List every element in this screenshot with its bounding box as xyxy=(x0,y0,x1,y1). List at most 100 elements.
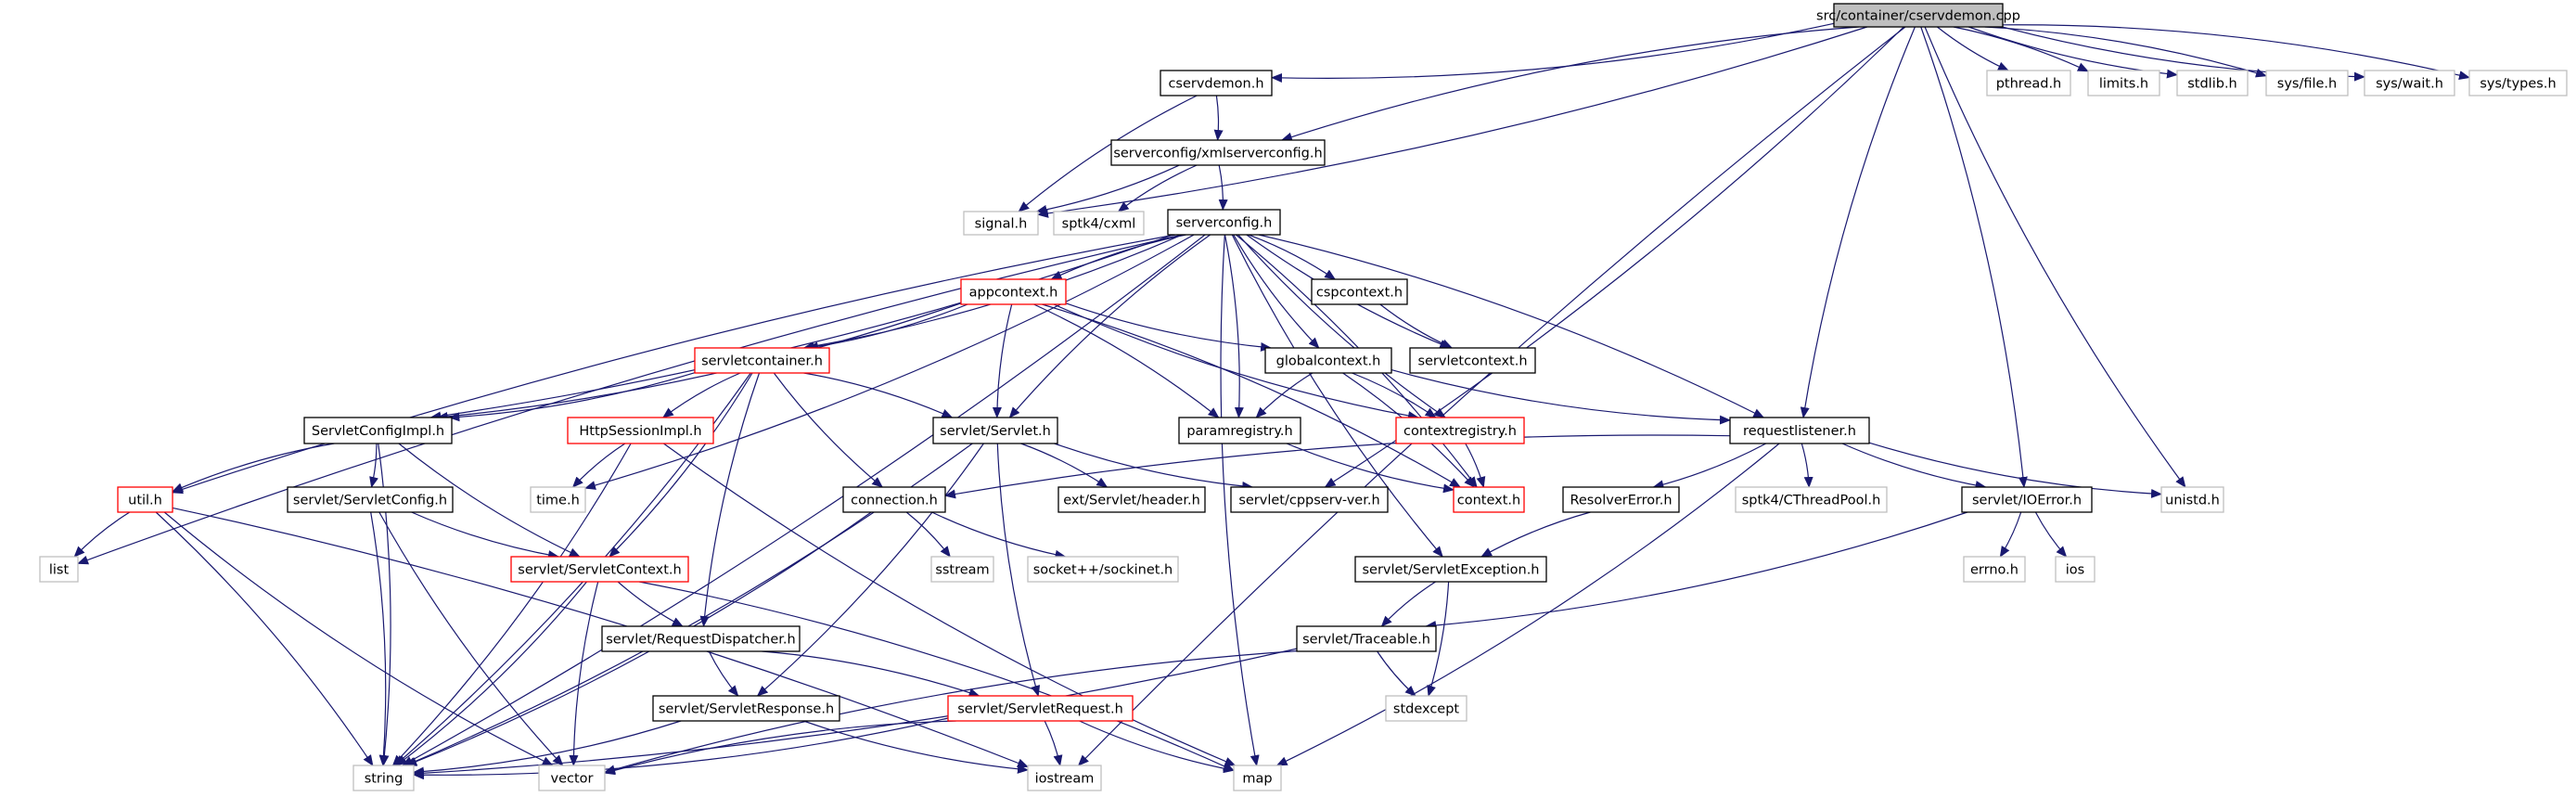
node-requestdispatcher[interactable]: servlet/RequestDispatcher.h xyxy=(601,625,801,652)
node-globalcontext-box xyxy=(1264,347,1392,374)
node-cservdemon-h[interactable]: cservdemon.h xyxy=(1160,70,1273,96)
node-cspcontext[interactable]: cspcontext.h xyxy=(1311,278,1408,305)
node-servletcontexts[interactable]: servlet/ServletContext.h xyxy=(510,556,689,583)
node-globalcontext[interactable]: globalcontext.h xyxy=(1264,347,1392,374)
edge-traceable-to-vector xyxy=(604,650,1298,775)
edge-appcontext-to-globalcontext xyxy=(1065,302,1273,352)
node-sysfile-box xyxy=(2265,70,2349,96)
node-servletcontext-h[interactable]: servletcontext.h xyxy=(1409,347,1536,374)
node-connection[interactable]: connection.h xyxy=(842,486,946,513)
edge-root-to-systypes xyxy=(2002,24,2470,80)
node-servletcontainer[interactable]: servletcontainer.h xyxy=(694,347,830,374)
node-servletrequest-label: servlet/ServletRequest.h xyxy=(957,702,1123,717)
node-unistd-box xyxy=(2160,486,2224,513)
node-httpsessionimpl-label: HttpSessionImpl.h xyxy=(579,424,701,439)
node-iostream-box xyxy=(1027,765,1102,791)
node-ioerror-box xyxy=(1961,486,2093,513)
edge-httpsessionimpl-to-map xyxy=(663,443,1237,766)
edge-servletexception-to-traceable xyxy=(1380,581,1436,627)
node-time-h-label: time.h xyxy=(536,494,580,508)
node-contextregistry-box xyxy=(1395,417,1525,444)
node-traceable[interactable]: servlet/Traceable.h xyxy=(1296,625,1437,652)
edge-httpsessionimpl-to-string xyxy=(391,443,632,766)
edge-appcontext-to-contextregistry xyxy=(1053,303,1419,420)
node-string: string xyxy=(352,765,415,791)
node-servletcontexts-label: servlet/ServletContext.h xyxy=(518,563,681,578)
node-servletconfig[interactable]: servlet/ServletConfig.h xyxy=(287,486,454,513)
node-requestlistener[interactable]: requestlistener.h xyxy=(1729,417,1870,444)
edge-traceable-to-string xyxy=(413,648,1298,778)
edge-requestlistener-to-unistd xyxy=(1868,442,2162,498)
node-servletcontexts-box xyxy=(510,556,689,583)
node-extheader-box xyxy=(1057,486,1206,513)
node-servletresponse[interactable]: servlet/ServletResponse.h xyxy=(652,695,840,722)
node-serverconfig[interactable]: serverconfig.h xyxy=(1167,209,1281,236)
node-root[interactable]: src/container/cservdemon.cpp xyxy=(1816,3,2020,28)
edge-ioerror-to-errno xyxy=(1999,511,2022,558)
edge-root-to-syswait xyxy=(2002,26,2365,82)
node-paramregistry-box xyxy=(1178,417,1301,444)
edge-servletresponse-to-iostream xyxy=(803,720,1029,774)
node-context[interactable]: context.h xyxy=(1453,486,1525,513)
node-cppservver[interactable]: servlet/cppserv-ver.h xyxy=(1230,486,1389,513)
node-pthread-label: pthread.h xyxy=(1996,77,2062,92)
edge-globalcontext-to-contextregistry xyxy=(1352,372,1437,418)
node-appcontext-box xyxy=(960,278,1067,305)
edge-serverconfig-to-globalcontext xyxy=(1233,234,1320,349)
node-contextregistry-label: contextregistry.h xyxy=(1403,424,1517,439)
node-servletrequest[interactable]: servlet/ServletRequest.h xyxy=(947,695,1134,722)
edge-appcontext-to-servlet xyxy=(992,303,1013,418)
node-servlet-label: servlet/Servlet.h xyxy=(940,424,1051,439)
node-iostream-label: iostream xyxy=(1035,772,1095,787)
edge-serverconfig-to-cspcontext xyxy=(1248,234,1337,280)
edge-requestdispatcher-to-servletrequest xyxy=(762,650,980,698)
edge-requestlistener-to-connection xyxy=(944,434,1731,499)
node-stdexcept-label: stdexcept xyxy=(1393,702,1460,717)
node-xmlserverconfig[interactable]: serverconfig/xmlserverconfig.h xyxy=(1110,139,1326,166)
node-traceable-label: servlet/Traceable.h xyxy=(1302,633,1430,648)
edge-requestlistener-to-cthreadpool xyxy=(1801,443,1813,488)
node-contextregistry[interactable]: contextregistry.h xyxy=(1395,417,1525,444)
node-list-label: list xyxy=(49,563,70,578)
edge-servlet-to-cppservver xyxy=(1054,443,1254,491)
node-stdexcept-box xyxy=(1385,695,1467,722)
node-limits-box xyxy=(2087,70,2160,96)
node-servlet[interactable]: servlet/Servlet.h xyxy=(932,417,1058,444)
edge-root-to-pthread xyxy=(1937,26,2009,71)
edge-servletrequest-to-string xyxy=(413,717,949,780)
node-sockinet-label: socket++/sockinet.h xyxy=(1033,563,1173,578)
edge-serverconfig-to-contextregistry xyxy=(1237,234,1446,418)
node-util-label: util.h xyxy=(128,494,162,508)
node-resolvererror[interactable]: ResolverError.h xyxy=(1562,486,1680,513)
edge-servletrequest-to-iostream xyxy=(1044,720,1063,766)
node-httpsessionimpl[interactable]: HttpSessionImpl.h xyxy=(567,417,714,444)
node-servletrequest-box xyxy=(947,695,1134,722)
edge-root-to-ioerror xyxy=(1920,26,2028,488)
node-cspcontext-label: cspcontext.h xyxy=(1316,286,1403,301)
edge-servletrequest-to-map xyxy=(1079,720,1235,774)
node-appcontext[interactable]: appcontext.h xyxy=(960,278,1067,305)
node-servlet-box xyxy=(932,417,1058,444)
node-servletexception-box xyxy=(1354,556,1547,583)
node-errno-label: errno.h xyxy=(1970,563,2019,578)
node-serverconfig-box xyxy=(1167,209,1281,236)
node-servletconfig-box xyxy=(287,486,454,513)
node-extheader[interactable]: ext/Servlet/header.h xyxy=(1057,486,1206,513)
node-ios: ios xyxy=(2055,556,2095,583)
node-servletconfigimpl[interactable]: ServletConfigImpl.h xyxy=(303,417,453,444)
edge-servletcontextS-to-map xyxy=(638,581,1235,771)
node-util[interactable]: util.h xyxy=(117,486,173,513)
edge-httpsessionimpl-to-time-h xyxy=(571,443,626,488)
node-ioerror[interactable]: servlet/IOError.h xyxy=(1961,486,2093,513)
node-appcontext-label: appcontext.h xyxy=(969,286,1058,301)
edge-root-to-stdlib xyxy=(1968,26,2178,79)
node-cppservver-label: servlet/cppserv-ver.h xyxy=(1238,494,1379,508)
node-syswait-label: sys/wait.h xyxy=(2376,77,2443,92)
node-stdexcept: stdexcept xyxy=(1385,695,1467,722)
edge-serverconfig-to-time-h xyxy=(584,234,1195,490)
node-servletexception[interactable]: servlet/ServletException.h xyxy=(1354,556,1547,583)
node-paramregistry[interactable]: paramregistry.h xyxy=(1178,417,1301,444)
node-servletresponse-label: servlet/ServletResponse.h xyxy=(659,702,834,717)
edge-serverconfig-to-servlet xyxy=(1008,234,1211,418)
